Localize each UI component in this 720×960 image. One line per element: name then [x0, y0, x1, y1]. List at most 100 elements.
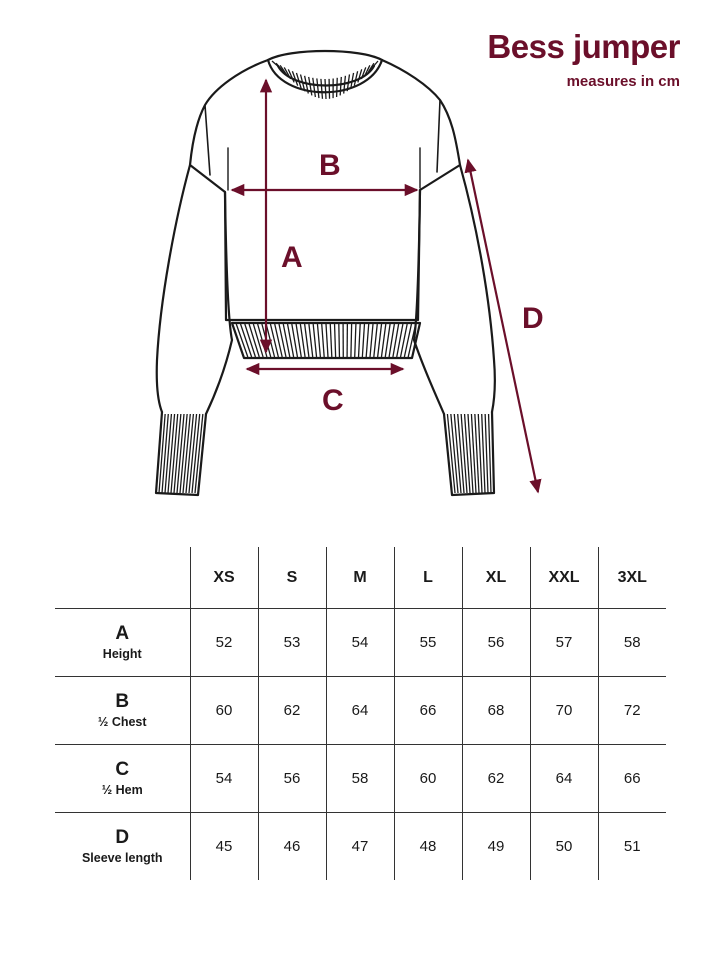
rib-line [170, 413, 179, 494]
rib-line [399, 323, 408, 358]
rib-line [182, 413, 191, 494]
rib-line [484, 413, 489, 494]
corner-cell [55, 547, 190, 609]
rib-line [155, 413, 163, 494]
table-cell: 46 [257, 812, 326, 880]
rib-line [411, 323, 421, 358]
rib-line [367, 62, 375, 73]
row-description: Height [102, 646, 142, 661]
rib-line [371, 60, 379, 69]
rib-line [167, 413, 176, 494]
rib-line [325, 323, 329, 358]
rib-line [291, 323, 299, 358]
size-header: S [257, 547, 326, 609]
size-header: 3XL [597, 547, 666, 609]
rib-line [248, 323, 260, 358]
rib-line [275, 62, 285, 73]
rib-line [244, 323, 257, 358]
rib-line [329, 323, 333, 358]
jumper-outline [154, 49, 496, 497]
rib-line [388, 323, 396, 358]
rib-line [239, 323, 253, 358]
table-cell: 62 [461, 744, 530, 813]
rib-line [350, 72, 355, 89]
rib-line [231, 323, 245, 358]
table-cell: 50 [529, 812, 598, 880]
rib-line [450, 413, 459, 494]
rib-line [360, 67, 367, 80]
rib-line [346, 74, 351, 92]
rib-line [353, 71, 359, 86]
rib-line [179, 413, 188, 494]
table-cell: 60 [393, 744, 462, 813]
table-cell: 66 [597, 744, 666, 813]
label-c: C [322, 384, 344, 417]
row-label: B ½ Chest [55, 676, 190, 745]
table-cell: 48 [393, 812, 462, 880]
rib-line [376, 323, 383, 358]
size-chart-table: XS S M L XL XXL 3XL A Height 52 53 54 55… [55, 547, 666, 880]
table-cell: 64 [529, 744, 598, 813]
rib-line [357, 323, 361, 358]
rib-line [312, 77, 317, 98]
rib-line [392, 323, 400, 358]
table-cell: 64 [325, 676, 394, 745]
table-cell: 62 [257, 676, 326, 745]
label-d: D [522, 302, 544, 335]
rib-line [286, 323, 295, 358]
rib-line [320, 78, 324, 99]
rib-line [194, 413, 204, 494]
rib-line [235, 323, 249, 358]
rib-line [457, 413, 465, 494]
table-cell: 58 [597, 608, 666, 677]
rib-line [354, 323, 357, 358]
rib-line [361, 323, 366, 358]
table-cell: 60 [189, 676, 258, 745]
rib-line [282, 323, 291, 358]
rib-line [312, 323, 318, 358]
table-cell: 57 [529, 608, 598, 677]
rib-line [308, 76, 313, 96]
rib-line [197, 413, 207, 494]
table-cell: 55 [393, 608, 462, 677]
table-cell: 72 [597, 676, 666, 745]
row-letter: B [115, 690, 130, 712]
rib-line [269, 323, 279, 358]
size-header-row: XS S M L XL XXL 3XL [55, 547, 666, 609]
rib-line [343, 75, 347, 94]
table-cell: 66 [393, 676, 462, 745]
row-description: Sleeve length [81, 850, 163, 865]
table-cell: 68 [461, 676, 530, 745]
rib-line [299, 323, 306, 358]
rib-line [308, 323, 314, 358]
row-label: A Height [55, 608, 190, 677]
rib-line [185, 413, 195, 494]
rib-line [373, 323, 378, 358]
rib-line [265, 323, 276, 358]
rib-line [173, 413, 182, 494]
table-cell: 51 [597, 812, 666, 880]
row-label: C ½ Hem [55, 744, 190, 813]
rib-line [403, 323, 413, 358]
rib-line [333, 323, 337, 358]
page-title: Bess jumper [487, 28, 680, 65]
rib-line [191, 413, 201, 494]
rib-line [161, 413, 169, 494]
table-cell: 56 [461, 608, 530, 677]
rib-line [295, 72, 302, 89]
row-letter: C [115, 758, 130, 780]
size-header: XXL [529, 547, 598, 609]
units-note: measures in cm [566, 73, 680, 90]
rib-line [384, 323, 391, 358]
rib-line [274, 323, 283, 358]
row-letter: A [115, 622, 130, 644]
rib-line [303, 323, 310, 358]
row-description: ½ Chest [97, 714, 147, 729]
rib-line [487, 413, 492, 494]
table-cell: 49 [461, 812, 530, 880]
rib-line [339, 76, 342, 96]
rib-line [365, 323, 370, 358]
rib-line [316, 323, 322, 358]
rib-line [396, 323, 404, 358]
table-row: A Height 52 53 54 55 56 57 58 [55, 608, 666, 677]
